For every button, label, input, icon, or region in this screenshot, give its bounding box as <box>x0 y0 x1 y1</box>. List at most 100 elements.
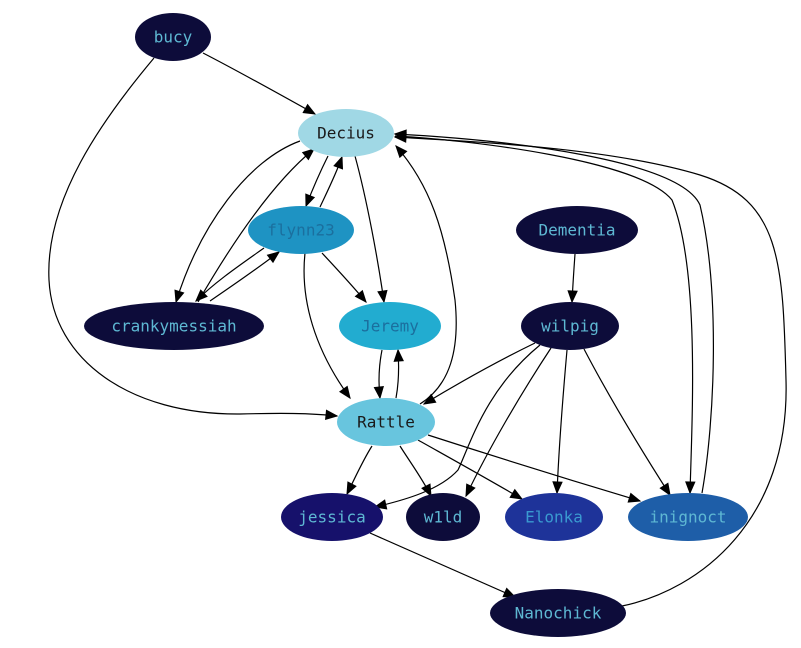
node-ellipse <box>298 109 394 157</box>
edge-bucy-to-rattle <box>48 57 339 420</box>
arrowhead-icon <box>393 348 404 362</box>
arrowhead-icon <box>421 483 432 498</box>
arrowhead-icon <box>395 144 408 159</box>
node-ellipse <box>135 13 211 61</box>
edge-wilpig-to-inignoct <box>583 348 671 497</box>
edge-nanochick-to-decius <box>393 132 787 607</box>
node-label: Decius <box>317 124 375 143</box>
edge-jessica-to-nanochick <box>369 532 517 598</box>
arrowhead-icon <box>354 289 367 304</box>
node-ellipse <box>84 302 264 350</box>
arrowhead-icon <box>333 155 344 170</box>
node-label: Rattle <box>357 413 415 432</box>
edge-line <box>394 135 694 494</box>
node-ellipse <box>490 589 626 637</box>
arrowhead-icon <box>393 132 407 143</box>
arrowhead-icon <box>685 481 696 495</box>
edge-line <box>465 347 552 497</box>
node-inignoct[interactable]: inignoct <box>628 493 748 541</box>
arrowhead-icon <box>266 251 281 264</box>
edge-line <box>374 344 541 508</box>
edge-line <box>369 532 516 598</box>
edge-line <box>354 155 385 303</box>
node-ellipse <box>281 493 383 541</box>
arrowhead-icon <box>373 386 384 400</box>
edge-line <box>394 136 787 607</box>
edge-line <box>417 439 523 500</box>
node-bucy[interactable]: bucy <box>135 13 211 61</box>
node-ellipse <box>521 302 619 350</box>
edge-dementia-to-wilpig <box>567 253 578 304</box>
edge-flynn23-to-jeremy <box>321 252 367 304</box>
edge-bucy-to-decius <box>202 52 317 115</box>
node-jeremy[interactable]: Jeremy <box>339 302 441 350</box>
arrowhead-icon <box>195 289 208 302</box>
node-label: wilpig <box>541 317 599 336</box>
edges-layer <box>48 52 787 607</box>
edge-line <box>427 434 641 502</box>
node-ellipse <box>337 398 435 446</box>
node-flynn23[interactable]: flynn23 <box>248 206 354 254</box>
node-label: Elonka <box>525 508 583 527</box>
node-label: bucy <box>154 28 193 47</box>
node-ellipse <box>248 206 354 254</box>
node-ellipse <box>339 302 441 350</box>
edge-line <box>197 148 315 303</box>
edge-rattle-to-w1ld <box>399 445 432 498</box>
node-nanochick[interactable]: Nanochick <box>490 589 626 637</box>
arrowhead-icon <box>659 482 671 497</box>
node-label: flynn23 <box>267 221 334 240</box>
node-ellipse <box>406 493 480 541</box>
node-decius[interactable]: Decius <box>298 109 394 157</box>
edge-line <box>209 251 280 302</box>
node-ellipse <box>516 206 638 254</box>
node-label: w1ld <box>424 508 463 527</box>
node-crankymessiah[interactable]: crankymessiah <box>84 302 264 350</box>
arrowhead-icon <box>338 385 351 400</box>
arrowhead-icon <box>509 488 524 500</box>
arrowhead-icon <box>302 103 317 115</box>
edge-decius-to-flynn23 <box>305 155 329 208</box>
arrowhead-icon <box>301 148 316 161</box>
edge-wilpig-to-rattle <box>422 342 536 405</box>
arrowhead-icon <box>567 290 578 304</box>
edge-line <box>395 145 457 405</box>
node-w1ld[interactable]: w1ld <box>406 493 480 541</box>
arrowhead-icon <box>346 481 357 496</box>
arrowhead-icon <box>325 409 339 420</box>
edge-flynn23-to-crankymessiah <box>195 247 265 302</box>
edge-decius-to-jeremy <box>354 155 388 304</box>
node-label: Jeremy <box>361 317 419 336</box>
edge-rattle-to-decius <box>395 144 457 405</box>
node-wilpig[interactable]: wilpig <box>521 302 619 350</box>
edge-line <box>175 140 301 303</box>
node-jessica[interactable]: jessica <box>281 493 383 541</box>
edge-line <box>423 342 536 405</box>
edge-rattle-to-elonka <box>417 439 524 500</box>
edge-line <box>583 348 671 496</box>
node-ellipse <box>628 493 748 541</box>
edge-crankymessiah-to-decius <box>197 148 316 303</box>
node-dementia[interactable]: Dementia <box>516 206 638 254</box>
node-label: crankymessiah <box>111 317 236 336</box>
edge-rattle-to-inignoct <box>427 434 642 503</box>
edge-wilpig-to-w1ld <box>465 347 552 498</box>
edge-wilpig-to-elonka <box>552 349 568 495</box>
edge-jeremy-to-rattle <box>373 349 384 400</box>
edge-line <box>394 133 714 494</box>
arrowhead-icon <box>377 289 388 304</box>
edge-decius-to-inignoct <box>394 135 696 495</box>
edge-flynn23-to-rattle <box>303 252 351 400</box>
arrowhead-icon <box>552 481 563 495</box>
node-label: Dementia <box>538 221 615 240</box>
arrowhead-icon <box>422 393 437 405</box>
edge-line <box>48 57 338 417</box>
node-elonka[interactable]: Elonka <box>505 493 603 541</box>
node-label: jessica <box>298 508 365 527</box>
edge-line <box>303 252 351 399</box>
node-rattle[interactable]: Rattle <box>337 398 435 446</box>
edge-rattle-to-jessica <box>346 445 373 496</box>
edge-line <box>556 349 568 494</box>
